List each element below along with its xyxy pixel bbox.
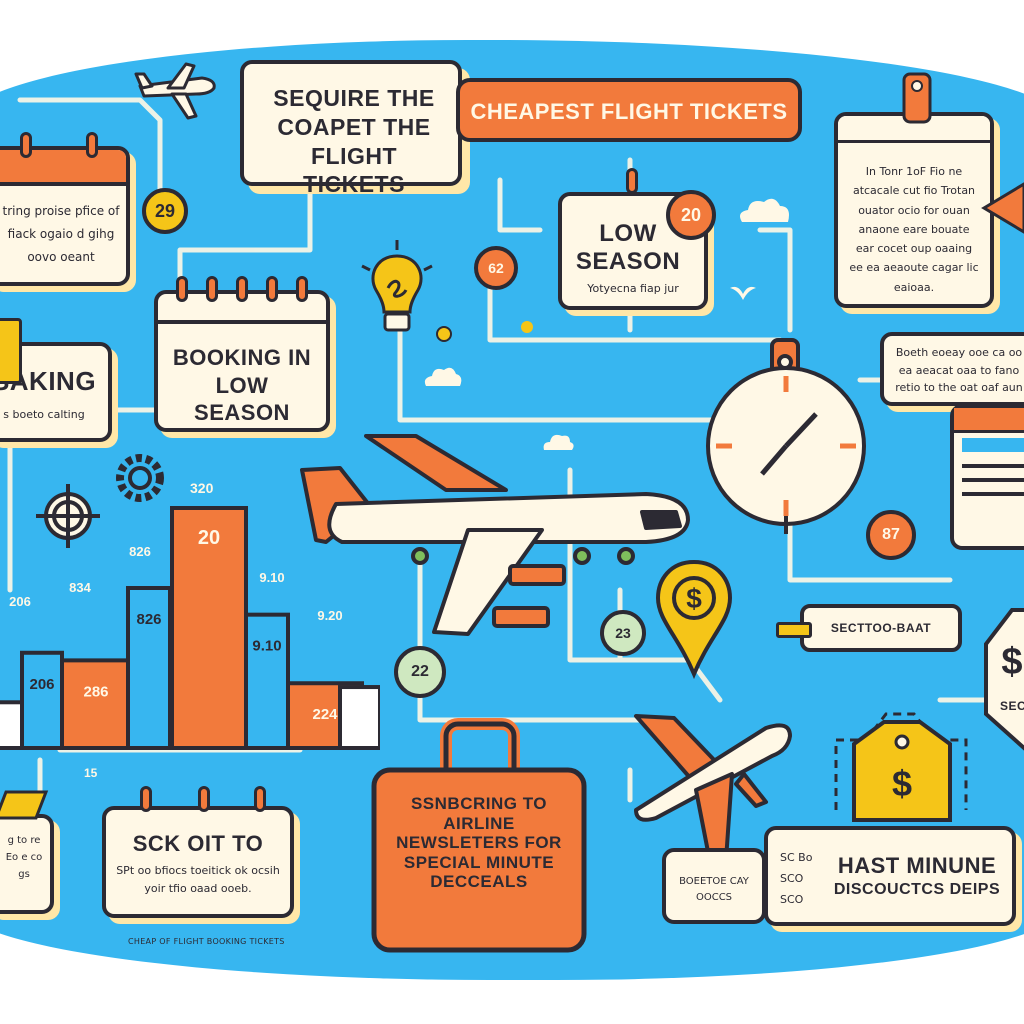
- svg-text:$: $: [686, 583, 702, 614]
- chart-bar-label: 286: [83, 683, 108, 700]
- location-pin-icon: [902, 72, 932, 124]
- gear-icon: [116, 454, 164, 502]
- cloud-icon: [424, 367, 462, 386]
- cheapest-banner: CHEAPEST FLIGHT TICKETS: [456, 78, 802, 142]
- sun-icon: [521, 321, 533, 333]
- svg-text:$: $: [1001, 641, 1022, 683]
- calendar-ring: [176, 276, 188, 302]
- clock-icon: [706, 338, 866, 534]
- last-minute-card: SC Bo SCO SCO HAST MINUNE DISCOUCTCS DEI…: [764, 826, 1016, 926]
- suitcase-text: SSNBCRING TO AIRLINE NEWSLETERS FOR SPEC…: [396, 794, 562, 892]
- chart-bar: [170, 506, 248, 750]
- calendar-ring: [236, 276, 248, 302]
- footnote: CHEAP OF FLIGHT BOOKING TICKETS: [128, 937, 285, 946]
- section-pill-text: SECTTOO-BAAT: [830, 621, 932, 635]
- tips-card-top-left: tring proise pfice of fiack ogaio d gihg…: [0, 146, 130, 286]
- cloud-icon: [740, 198, 789, 222]
- badge-20: 20: [666, 190, 716, 240]
- badge-23: 23: [600, 610, 646, 656]
- low-season-subtitle: Yotyecna fiap jur: [587, 282, 679, 295]
- chart-top-label: 9.10: [259, 570, 284, 585]
- calendar-ring: [20, 132, 32, 158]
- svg-text:$: $: [892, 763, 912, 804]
- price-tag-icon: $: [984, 608, 1024, 751]
- last-minute-lines: SC Bo SCO SCO: [780, 851, 813, 906]
- bird-icon: [730, 286, 756, 300]
- last-minute-subtitle: DISCOUCTCS DEIPS: [833, 881, 1001, 898]
- badge-22: 22: [394, 646, 446, 698]
- price-tag-dollar-icon: $: [834, 712, 968, 822]
- paper-plane-icon: [0, 790, 49, 820]
- chart-top-label: 834: [69, 580, 91, 595]
- tips-card-bottom-left-text: g to re Eo e co gs: [5, 835, 43, 880]
- sun-icon: [436, 326, 452, 342]
- last-minute-left-card: BOEETOE CAY OOCCS: [662, 848, 766, 924]
- airplane-icon-large: [300, 434, 690, 636]
- chart-bar-label: 20: [198, 527, 220, 549]
- title-text: SEQUIRE THE COAPET THE FLIGHT TICKETS: [273, 85, 435, 198]
- chart-bar-label: 224: [312, 706, 338, 723]
- title-card: SEQUIRE THE COAPET THE FLIGHT TICKETS: [240, 60, 462, 197]
- chart-top-label: 826: [129, 544, 151, 559]
- tips-card-top-right: In Tonr 1oF Fio ne atcacale cut fio Trot…: [834, 112, 994, 308]
- airplane-icon: [134, 62, 216, 120]
- stick-to-subtitle: SPt oo bfiocs toeitick ok ocsih yoir tfi…: [116, 864, 280, 895]
- chart-bar: [20, 650, 64, 750]
- chart-bar: [0, 700, 24, 751]
- calendar-ring: [86, 132, 98, 158]
- browser-window: [950, 404, 1024, 550]
- stick-to-card: SCK OIT TO SPt oo bfiocs toeitick ok ocs…: [102, 806, 294, 918]
- chart-top-label: 9.20: [317, 608, 342, 623]
- chart-bar: [244, 612, 290, 750]
- paper-plane-icon: [981, 182, 1024, 234]
- chart-bar: [60, 658, 132, 750]
- calendar-ring: [140, 786, 152, 812]
- right-edge-text: SEC: [1000, 699, 1024, 713]
- calendar-ring: [198, 786, 210, 812]
- calendar-ring: [206, 276, 218, 302]
- label-15: 15: [84, 766, 98, 780]
- suitcase-icon: [371, 718, 587, 953]
- stick-to-title: SCK OIT TO: [132, 831, 264, 856]
- label-320: 320: [190, 480, 214, 496]
- tips-card-right-mid-text: Boeth eoeay ooe ca oo ea aeacat oaa to f…: [895, 346, 1023, 395]
- chart-top-label: 206: [9, 594, 31, 609]
- lightbulb-icon: [361, 240, 433, 332]
- tips-card-right-mid: Boeth eoeay ooe ca oo ea aeacat oaa to f…: [880, 332, 1024, 406]
- booking-title: BOOKING IN LOW SEASON: [172, 345, 312, 425]
- chart-bar-label: 206: [29, 676, 54, 693]
- gear-icon: [36, 484, 100, 548]
- badge-29: 29: [142, 188, 188, 234]
- tips-card-top-right-text: In Tonr 1oF Fio ne atcacale cut fio Trot…: [849, 165, 979, 294]
- location-pin-dollar-icon: $: [655, 559, 733, 680]
- pill-clip: [776, 622, 812, 638]
- calendar-ring: [296, 276, 308, 302]
- hang-ring: [626, 168, 638, 194]
- saking-subtitle: s boeto calting: [3, 408, 85, 421]
- bar-chart: 206 286 826 20 9.10 224 206 834 826 9.10 9.20: [0, 506, 380, 751]
- last-minute-left-text: BOEETOE CAY OOCCS: [679, 876, 749, 903]
- badge-87: 87: [866, 510, 916, 560]
- booking-card: BOOKING IN LOW SEASON: [154, 290, 330, 432]
- last-minute-title: HAST MINUNE: [837, 853, 997, 878]
- banner-text: CHEAPEST FLIGHT TICKETS: [470, 99, 788, 124]
- badge-62: 62: [474, 246, 518, 290]
- low-season-title: LOW SEASON: [575, 220, 681, 275]
- section-pill: SECTTOO-BAAT: [800, 604, 962, 652]
- saking-flag: [0, 318, 22, 384]
- chart-bar-label: 826: [136, 611, 161, 628]
- chart-bar-label: 9.10: [252, 638, 281, 655]
- cloud-icon: [543, 434, 574, 450]
- tips-card-text: tring proise pfice of fiack ogaio d gihg…: [2, 204, 120, 264]
- airplane-icon-small: [634, 714, 792, 864]
- calendar-ring: [266, 276, 278, 302]
- calendar-ring: [254, 786, 266, 812]
- chart-bar: [126, 586, 172, 750]
- tips-card-bottom-left: g to re Eo e co gs: [0, 814, 54, 914]
